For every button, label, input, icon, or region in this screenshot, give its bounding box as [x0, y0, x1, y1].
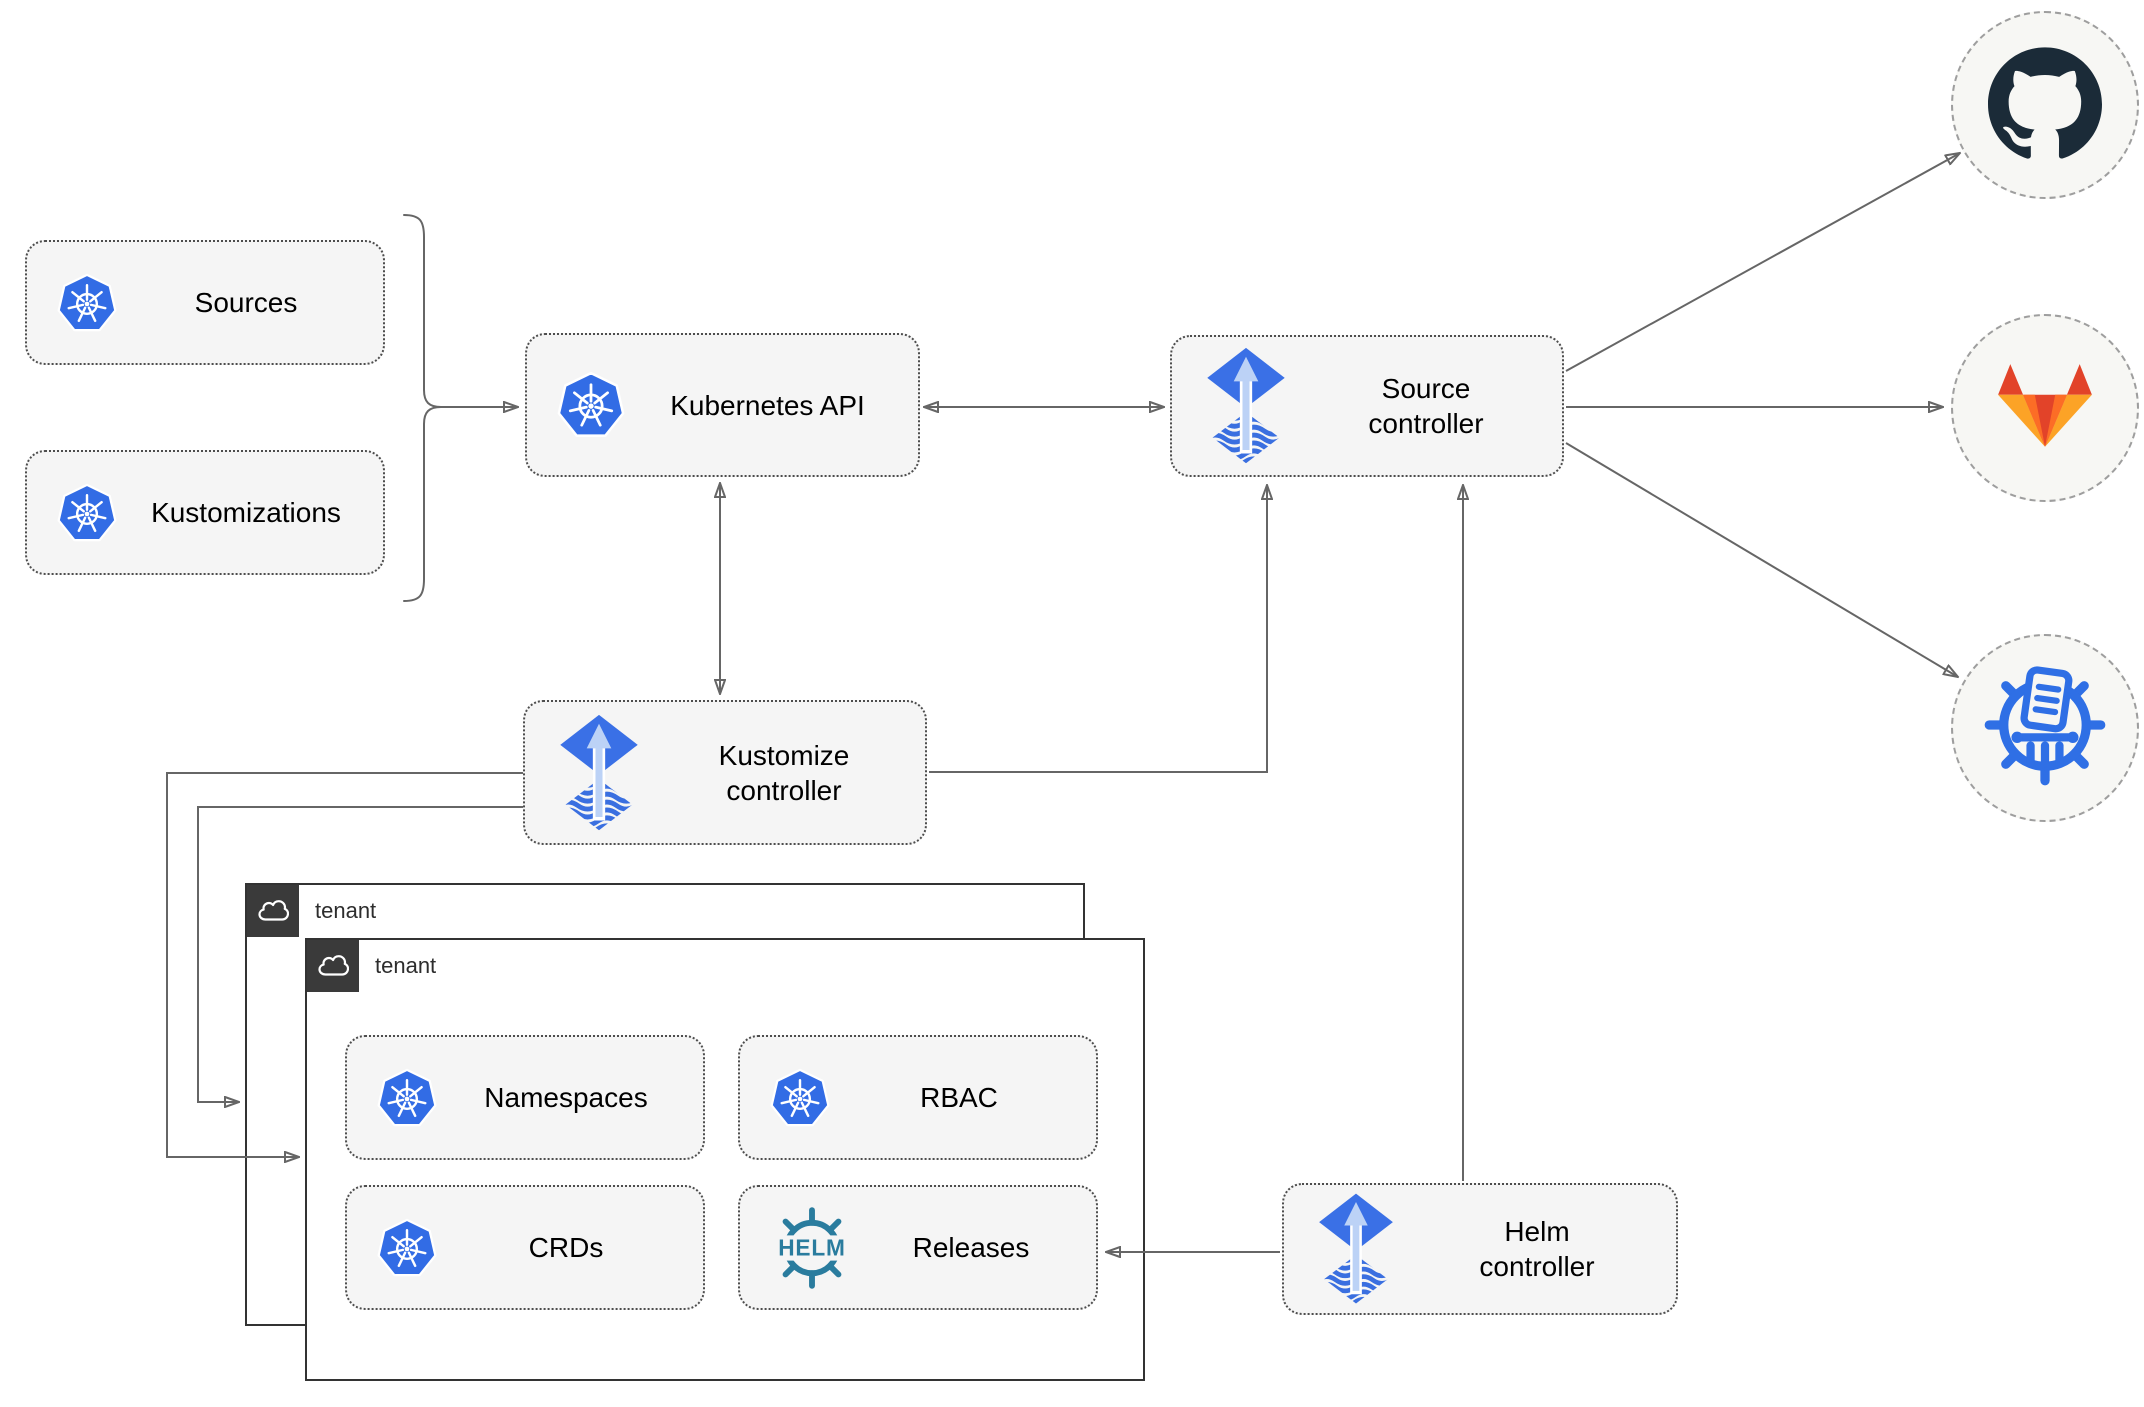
cloud-icon	[247, 885, 299, 937]
kubernetes-icon	[57, 483, 117, 543]
node-namespaces: Namespaces	[345, 1035, 705, 1160]
arrow-source-to-github	[1565, 153, 1960, 372]
flux-icon	[555, 713, 643, 833]
node-label: CRDs	[528, 1232, 604, 1263]
kubernetes-icon	[57, 273, 117, 333]
node-label: Releases	[912, 1232, 1030, 1263]
node-releases: Releases	[738, 1185, 1098, 1310]
node-kustomize-controller: Kustomize controller	[523, 700, 927, 845]
helm-icon	[770, 1206, 854, 1290]
remote-registry	[1951, 634, 2139, 822]
node-label: Sources	[194, 287, 298, 318]
kubernetes-icon	[770, 1068, 830, 1128]
remote-github	[1951, 11, 2139, 199]
tenant-label: tenant	[315, 898, 377, 923]
node-label: RBAC	[920, 1082, 998, 1113]
node-kustomizations: Kustomizations	[25, 450, 385, 575]
tenant-label: tenant	[375, 953, 437, 978]
harbor-registry-icon	[1983, 661, 2107, 796]
node-label: Namespaces	[484, 1082, 648, 1113]
bracket-top	[403, 214, 442, 408]
flux-icon	[1202, 346, 1290, 466]
kubernetes-icon	[557, 371, 625, 439]
bracket-bottom	[403, 406, 442, 602]
remote-gitlab	[1951, 314, 2139, 502]
node-source-controller: Source controller	[1170, 335, 1564, 477]
kubernetes-icon	[377, 1068, 437, 1128]
node-kubernetes-api: Kubernetes API	[525, 333, 920, 477]
kubernetes-icon	[377, 1218, 437, 1278]
node-crds: CRDs	[345, 1185, 705, 1310]
node-rbac: RBAC	[738, 1035, 1098, 1160]
node-label: Kustomize controller	[718, 739, 850, 806]
node-helm-controller: Helm controller	[1282, 1183, 1678, 1315]
github-icon	[1988, 46, 2102, 165]
node-sources: Sources	[25, 240, 385, 365]
node-label: Kubernetes API	[670, 389, 865, 421]
flux-icon	[1314, 1192, 1398, 1306]
arrow-kustomize-to-source-controller	[929, 485, 1267, 773]
arrow-source-to-registry	[1565, 442, 1958, 677]
node-label: Helm controller	[1479, 1216, 1595, 1282]
cloud-icon	[307, 940, 359, 992]
node-label: Source controller	[1368, 373, 1484, 439]
node-label: Kustomizations	[151, 497, 341, 528]
gitlab-icon	[1994, 361, 2096, 456]
